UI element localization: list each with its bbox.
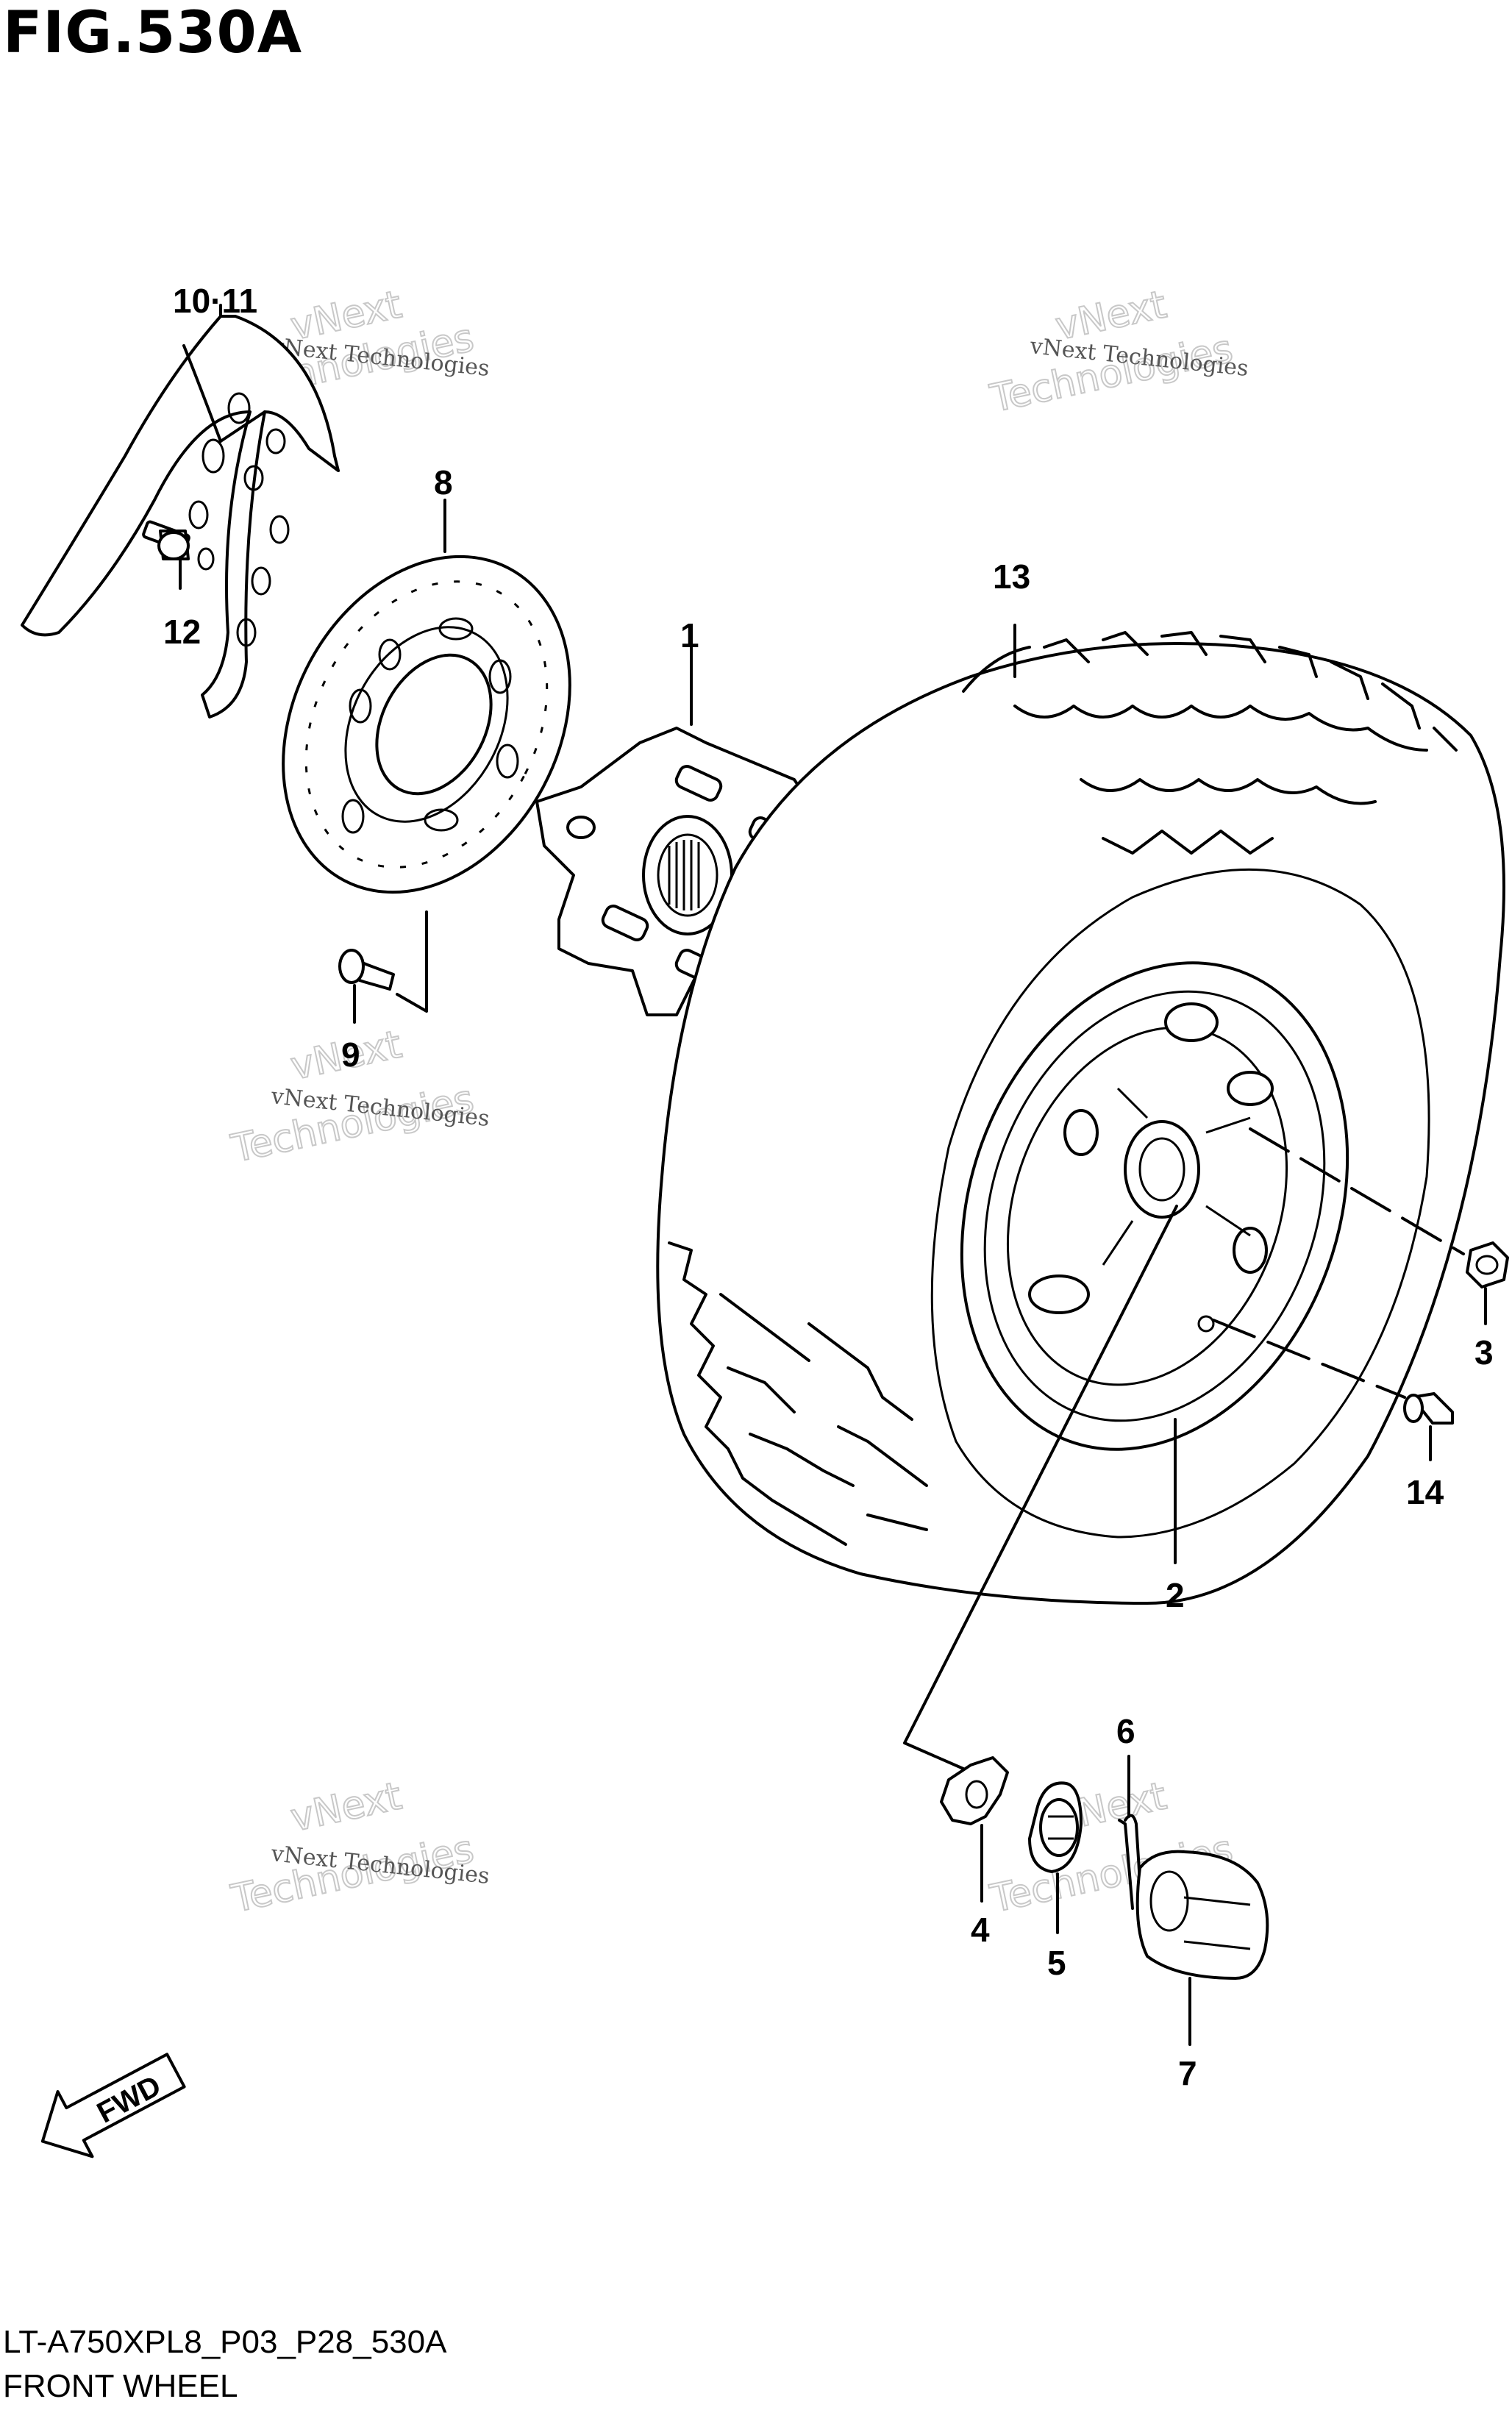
callout-12: 12	[163, 613, 201, 651]
cotter-pin-6-part	[1118, 1814, 1143, 1910]
bolt-9-part	[338, 949, 395, 991]
callout-8: 8	[434, 463, 453, 502]
brake-disc-part	[282, 555, 571, 894]
stud-14-part	[1403, 1392, 1454, 1425]
wheel-nut-3-part	[1466, 1241, 1509, 1288]
callout-2: 2	[1166, 1576, 1185, 1614]
callout-4: 4	[971, 1911, 990, 1949]
callout-5: 5	[1047, 1944, 1066, 1982]
callout-13: 13	[993, 557, 1030, 596]
figure-caption: FRONT WHEEL	[3, 2368, 238, 2404]
hub-cap-7-part	[1135, 1850, 1269, 1980]
callout-1: 1	[680, 616, 699, 655]
brake-guard-part	[21, 315, 340, 719]
castle-nut-5-part	[1028, 1781, 1083, 1873]
callout-10-11: 10·11	[173, 282, 257, 320]
bolt-12-part	[142, 520, 190, 560]
fwd-arrow-icon: FWD	[40, 2053, 186, 2158]
callout-7: 7	[1178, 2054, 1197, 2092]
watermark-top-right: vNext Technologies vNext Technologies	[985, 282, 1249, 421]
callout-3: 3	[1474, 1333, 1494, 1372]
callout-9: 9	[341, 1035, 360, 1074]
lock-washer-4-part	[940, 1756, 1009, 1825]
svg-text:vNext: vNext	[287, 1774, 405, 1840]
watermark-bottom-left: vNext Technologies vNext Technologies	[227, 1773, 491, 1922]
figure-title: FIG.530A	[3, 0, 303, 66]
model-code: LT-A750XPL8_P03_P28_530A	[3, 2324, 447, 2360]
callout-6: 6	[1116, 1712, 1135, 1750]
leader-lines	[179, 304, 1487, 2046]
wheel-rim-part	[960, 961, 1349, 1451]
wheel-hub-part	[535, 727, 810, 1016]
callout-14: 14	[1406, 1473, 1444, 1511]
